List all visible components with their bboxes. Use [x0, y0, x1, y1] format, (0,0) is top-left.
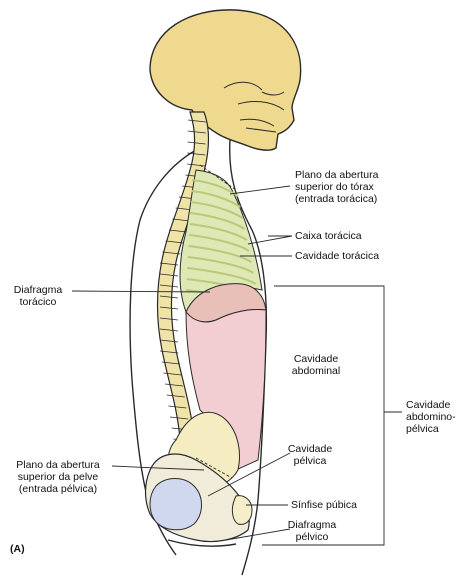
vertebra-line [187, 163, 206, 167]
rib [191, 179, 239, 197]
vertebra-line [159, 262, 179, 266]
vertebra-line [187, 141, 206, 145]
abdominal-cavity [185, 309, 267, 471]
skull-face [223, 81, 285, 133]
vertebra-line [168, 405, 187, 409]
label-thoracic-cavity: Cavidade torácica [295, 250, 380, 262]
vertebra-line [159, 295, 179, 299]
vertebra-line [170, 416, 189, 420]
rib [191, 190, 241, 208]
vertebra-line [187, 119, 207, 123]
vertebra-line [159, 317, 179, 321]
vertebra-line [162, 251, 181, 255]
rib [187, 267, 257, 285]
rib [188, 245, 252, 263]
vertebra-line [187, 130, 206, 134]
vertebra-line [159, 328, 179, 332]
vertebra-line [187, 152, 206, 156]
rib [190, 212, 246, 230]
label-pubic-symphysis: Sínfise púbica [291, 499, 357, 511]
vertebra-line [160, 350, 179, 354]
label-abdominopelvic-cavity: Cavidade abdomino- pélvica [406, 399, 456, 435]
figure-id: (A) [10, 543, 25, 555]
label-thoracic-inlet: Plano da abertura superior do tórax (ent… [295, 169, 379, 205]
thoracic-inlet-plane [199, 164, 237, 191]
leader-lines [71, 185, 402, 546]
vertebra-line [159, 273, 179, 277]
vertebra-line [165, 240, 184, 244]
rib [187, 256, 254, 274]
rib [190, 201, 243, 219]
label-thoracic-cage: Caixa torácica [295, 230, 362, 242]
vertebra-line [159, 284, 179, 288]
vertebra-line [165, 383, 184, 387]
rib [188, 234, 250, 252]
pelvic-inlet-plane [195, 457, 233, 479]
vertebra-line [163, 372, 182, 376]
label-pelvic-diaphragm: Diafragma pélvico [287, 519, 337, 543]
pubic-symphysis [231, 495, 253, 525]
label-abdominal-cavity: Cavidade abdominal [291, 353, 341, 377]
label-thoracic-diaphragm: Diafragma torácico [13, 284, 63, 308]
femur-head [149, 478, 202, 531]
rib [189, 223, 248, 241]
vertebra-line [159, 339, 179, 343]
vertebra-line [168, 229, 188, 233]
vertebra-line [172, 218, 191, 222]
pelvic-diaphragm-shape [167, 539, 237, 547]
vertebra-line [161, 361, 180, 365]
label-pelvic-cavity: Cavidade pélvica [287, 443, 333, 467]
label-pelvic-inlet: Plano da abertura superior da pelve (ent… [16, 459, 100, 495]
vertebra-line [159, 306, 179, 310]
skull [149, 9, 302, 151]
vertebra-line [166, 394, 185, 398]
